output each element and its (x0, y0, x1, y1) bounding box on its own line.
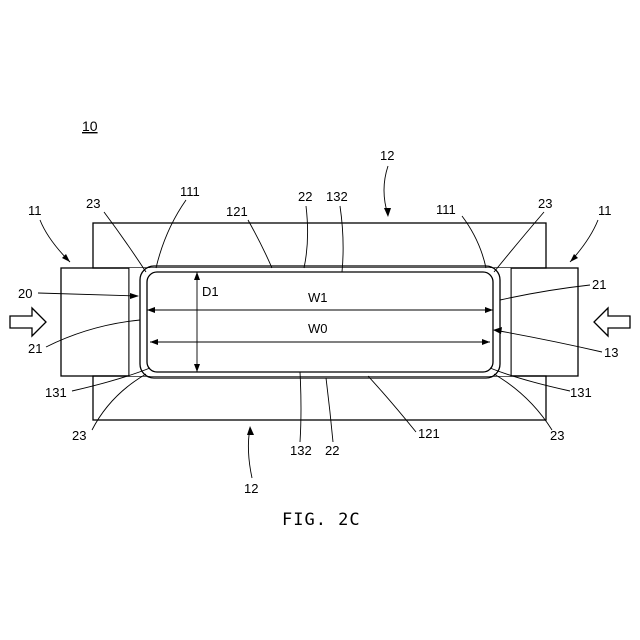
leader-corner-top-left (104, 212, 146, 272)
label-foil: 20 (18, 286, 32, 301)
label-corner-top-left: 23 (86, 196, 100, 211)
leader-groove-bottom (368, 376, 416, 432)
leader-foil-top (304, 206, 308, 268)
leader-foil-side-left (46, 320, 140, 347)
leader-corner-bottom-left (92, 374, 146, 430)
label-inner-face-left: 111 (180, 184, 200, 199)
leader-inner-face-left (156, 200, 186, 268)
upper-die (93, 223, 546, 268)
label-upper-die: 12 (380, 148, 394, 163)
label-groove-bottom: 121 (418, 426, 440, 441)
leader-core-face-top (340, 206, 343, 272)
label-core-face-bottom: 132 (290, 443, 312, 458)
leader-core-face-bottom (300, 372, 301, 442)
left-press-arrow (10, 308, 46, 336)
leader-foil-side-right (500, 285, 590, 300)
label-foil-side-left: 21 (28, 341, 42, 356)
label-core: 13 (604, 345, 618, 360)
label-lower-die: 12 (244, 481, 258, 496)
leader-upper-die (384, 166, 388, 215)
leader-corner-top-right (494, 212, 544, 272)
label-corner-bottom-right: 23 (550, 428, 564, 443)
right-press-arrow (594, 308, 630, 336)
leader-lower-die (248, 428, 252, 478)
label-groove-top: 121 (226, 204, 248, 219)
label-corner-bottom-left: 23 (72, 428, 86, 443)
label-core-edge-left: 131 (45, 385, 67, 400)
leader-corner-bottom-right (494, 374, 552, 430)
label-left-side-die: 11 (28, 203, 42, 218)
leader-groove-top (248, 220, 272, 268)
dimension-d1-label: D1 (202, 284, 219, 299)
label-foil-side-right: 21 (592, 277, 606, 292)
label-core-face-top: 132 (326, 189, 348, 204)
label-corner-top-right: 23 (538, 196, 552, 211)
leader-foil (38, 293, 138, 296)
assembly-reference-label: 10 (82, 118, 98, 134)
leader-foil-bottom (326, 378, 333, 442)
label-inner-face-right: 111 (436, 202, 456, 217)
left-side-die (61, 268, 129, 376)
lower-die (93, 376, 546, 420)
leader-inner-face-right (462, 216, 486, 268)
label-core-edge-right: 131 (570, 385, 592, 400)
label-foil-top: 22 (298, 189, 312, 204)
figure-caption: FIG. 2C (282, 510, 361, 530)
dimension-w0-label: W0 (308, 321, 328, 336)
label-foil-bottom: 22 (325, 443, 339, 458)
dimension-w1-label: W1 (308, 290, 328, 305)
label-right-side-die: 11 (598, 203, 612, 218)
right-side-die (511, 268, 578, 376)
